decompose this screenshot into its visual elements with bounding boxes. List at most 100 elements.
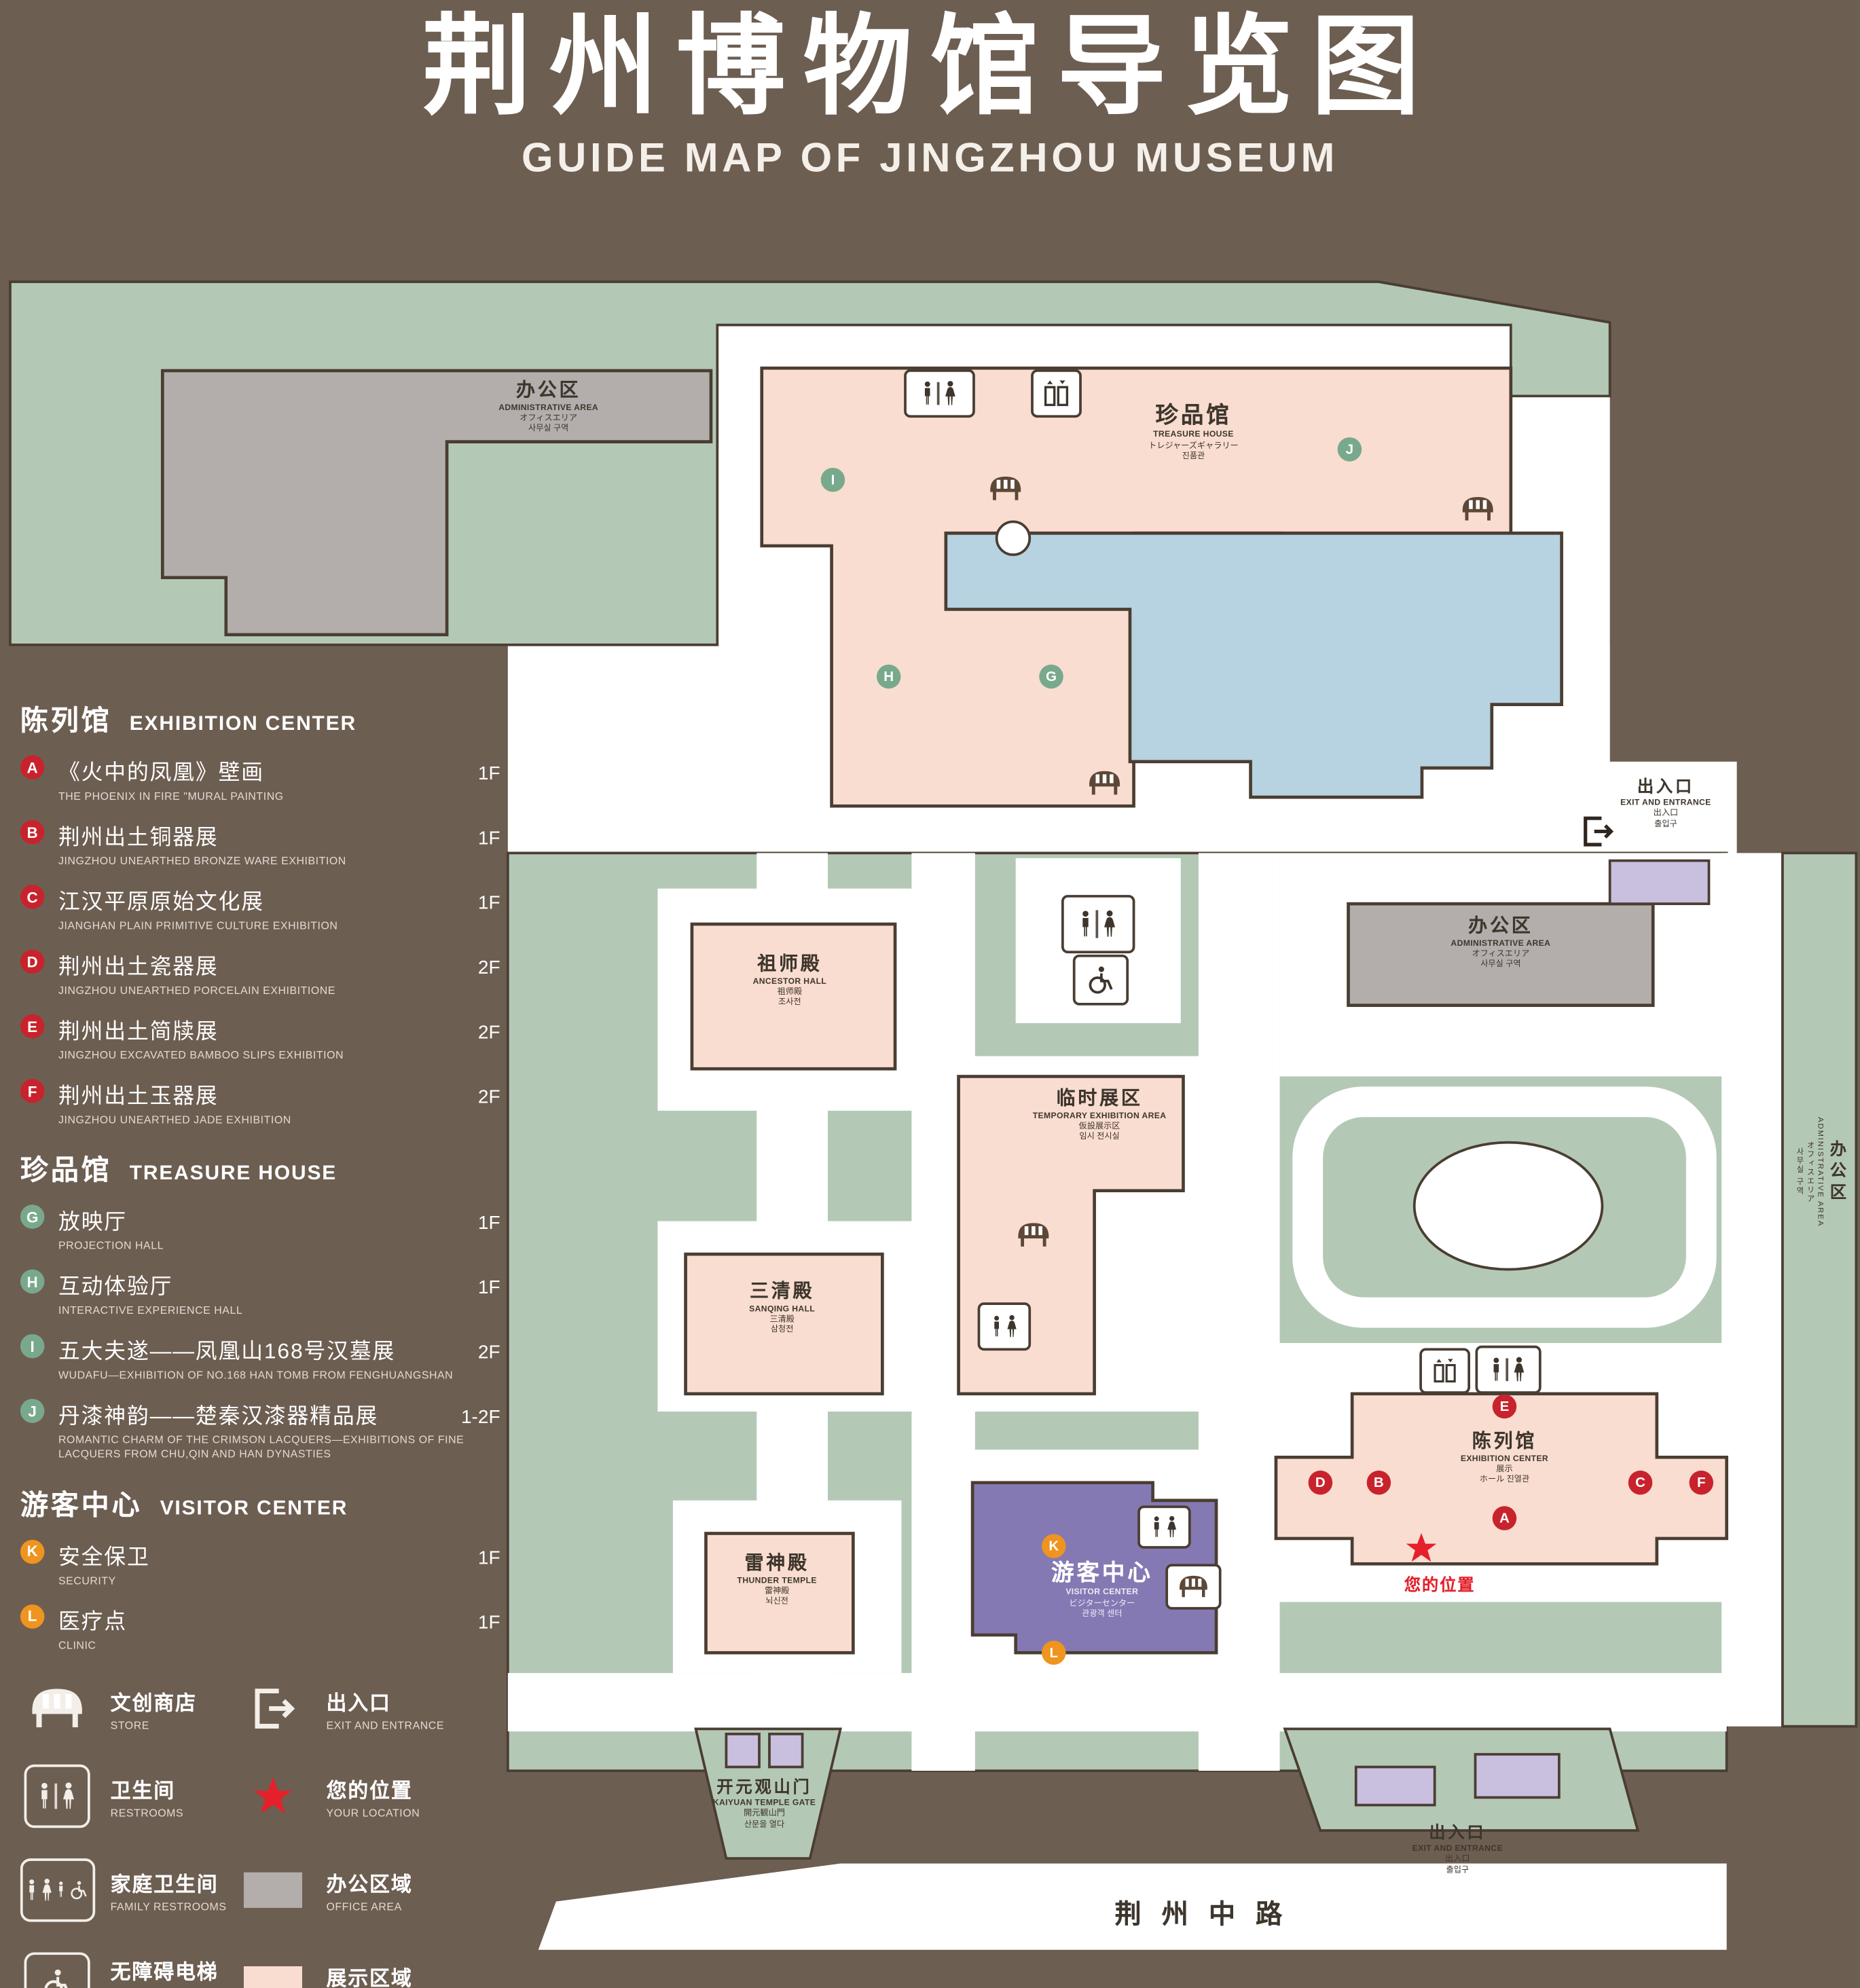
legend-item-title: 江汉平原原始文化展 <box>58 889 264 915</box>
legend-item-floor: 2F <box>477 957 500 979</box>
map-label: 三清殿 SANQING HALL 三清殿 삼청전 <box>749 1281 816 1335</box>
legend-item-floor: 1F <box>477 762 500 785</box>
store-icon <box>1165 1564 1222 1610</box>
legend-item-subtitle: PROJECTION HALL <box>58 1239 164 1252</box>
your-location-star-icon <box>1404 1531 1438 1572</box>
legend-panel: 陈列馆 EXHIBITION CENTER A 《火中的凤凰》壁画 1F THE… <box>19 678 500 1988</box>
section-title-zh: 陈列馆 <box>20 704 112 737</box>
legend-item-title: 荆州出土铜器展 <box>58 825 219 849</box>
legend-accessible-elevator: 无障碍电梯ACCESSIBLE ELEVATOR <box>20 1951 236 1988</box>
legend-item-title: 放映厅 <box>58 1210 127 1234</box>
section-title-zh: 珍品馆 <box>20 1154 112 1186</box>
legend-item-floor: 2F <box>477 1086 500 1109</box>
legend-item-subtitle: JINGZHOU EXCAVATED BAMBOO SLIPS EXHIBITI… <box>58 1048 344 1062</box>
visitor-item-list: K 安全保卫 1F SECURITY L 医疗点 1F CLINIC <box>20 1538 500 1652</box>
map-marker: A <box>1492 1506 1517 1530</box>
legend-item-badge: A <box>20 755 45 779</box>
legend-item-badge: J <box>20 1399 45 1424</box>
legend-item-badge: D <box>20 949 45 974</box>
map-marker: C <box>1628 1470 1653 1495</box>
exhibition-center-building <box>1274 1392 1728 1566</box>
garden-pond <box>1412 1141 1604 1271</box>
legend-item: J 丹漆神韵——楚秦汉漆器精品展 1-2F ROMANTIC CHARM OF … <box>20 1398 500 1462</box>
kaiyuan-gate-pillar-right <box>768 1733 804 1769</box>
pond-circle-plaza <box>995 520 1032 556</box>
legend-item: D 荆州出土瓷器展 2F JINGZHOU UNEARTHED PORCELAI… <box>20 949 500 998</box>
legend-item: G 放映厅 1F PROJECTION HALL <box>20 1204 500 1253</box>
garden-loop-path <box>1292 1086 1717 1328</box>
store-icon <box>1087 769 1122 803</box>
display-area-swatch <box>236 1966 310 1988</box>
office-area-swatch <box>236 1871 310 1908</box>
map-marker: D <box>1308 1470 1333 1495</box>
legend-item: I 五大夫遂——凤凰山168号汉墓展 2F WUDAFU—EXHIBITION … <box>20 1333 500 1383</box>
map-marker: H <box>876 664 901 689</box>
exhibition-item-list: A 《火中的凤凰》壁画 1F THE PHOENIX IN FIRE "MURA… <box>20 754 500 1128</box>
store-icon <box>20 1685 94 1731</box>
restroom-icon <box>20 1764 94 1828</box>
legend-item-subtitle: WUDAFU—EXHIBITION OF NO.168 HAN TOMB FRO… <box>58 1369 454 1382</box>
accessible-elevator-icon <box>20 1951 94 1988</box>
legend-item: B 荆州出土铜器展 1F JINGZHOU UNEARTHED BRONZE W… <box>20 819 500 868</box>
legend-item-title: 安全保卫 <box>58 1544 150 1568</box>
legend-item: H 互动体验厅 1F INTERACTIVE EXPERIENCE HALL <box>20 1268 500 1318</box>
map-label: 出入口 EXIT AND ENTRANCE 出入口 출입구 <box>1412 1822 1503 1875</box>
location-star-icon <box>236 1774 310 1818</box>
legend-item-floor: 2F <box>477 1022 500 1044</box>
legend-item: F 荆州出土玉器展 2F JINGZHOU UNEARTHED JADE EXH… <box>20 1078 500 1128</box>
legend-item-floor: 1F <box>477 892 500 915</box>
legend-item-badge: L <box>20 1604 45 1628</box>
legend-item-badge: I <box>20 1334 45 1359</box>
east-admin-strip-label: 办公区 ADMINISTRATIVE AREA オフィスエリア 사무실 구역 <box>1794 1117 1847 1228</box>
road-label: 荆州中路 <box>1114 1900 1303 1930</box>
south-entrance-structure-left <box>1354 1765 1436 1807</box>
family-restroom-icon <box>19 1858 95 1921</box>
store-icon <box>988 475 1023 509</box>
map-marker: J <box>1337 437 1362 462</box>
map-label: 珍品馆 TREASURE HOUSE トレジャーズギャラリー 진품관 <box>1148 402 1239 462</box>
northeast-entrance-structure <box>1608 859 1711 906</box>
legend-item-subtitle: JINGZHOU UNEARTHED JADE EXHIBITION <box>58 1113 291 1126</box>
legend-item-floor: 1F <box>477 1547 500 1568</box>
treasure-item-list: G 放映厅 1F PROJECTION HALL H 互动体验厅 1F INTE… <box>20 1204 500 1462</box>
legend-item-subtitle: THE PHOENIX IN FIRE "MURAL PAINTING <box>58 789 284 803</box>
legend-display-area: 展示区域DISPLAY AREA <box>236 1952 500 1988</box>
thunder-temple-building <box>704 1532 855 1655</box>
map-label: 游客中心 VISITOR CENTER ビジターセンター 관광객 센터 <box>1051 1560 1153 1619</box>
legend-item-badge: G <box>20 1204 45 1230</box>
map-marker: F <box>1689 1470 1714 1495</box>
legend-item-badge: K <box>20 1539 45 1564</box>
admin-building-east <box>1347 902 1655 1008</box>
map-label: 开元观山门 KAIYUAN TEMPLE GATE 開元観山門 산문을 열다 <box>712 1777 816 1829</box>
legend-item-subtitle: ROMANTIC CHARM OF THE CRIMSON LACQUERS—E… <box>58 1433 464 1460</box>
jingzhou-middle-road <box>538 1863 1727 1950</box>
your-location-label: 您的位置 <box>1404 1575 1476 1595</box>
legend-item-title: 互动体验厅 <box>58 1274 173 1300</box>
legend-item-floor: 1F <box>477 828 500 849</box>
legend-item-badge: E <box>20 1014 45 1039</box>
legend-section-visitor-center: 游客中心 VISITOR CENTER <box>20 1482 500 1523</box>
section-title-zh: 游客中心 <box>20 1488 143 1520</box>
legend-item: E 荆州出土简牍展 2F JINGZHOU EXCAVATED BAMBOO S… <box>20 1013 500 1063</box>
restroom-icon <box>1137 1505 1191 1549</box>
legend-item-subtitle: JINGZHOU UNEARTHED BRONZE WARE EXHIBITIO… <box>58 854 346 868</box>
legend-item-subtitle: JINGZHOU UNEARTHED PORCELAIN EXHIBITIONE <box>58 984 336 997</box>
accessible-restroom-icon <box>1072 954 1129 1006</box>
legend-item: A 《火中的凤凰》壁画 1F THE PHOENIX IN FIRE "MURA… <box>20 754 500 804</box>
legend-item-floor: 1-2F <box>460 1407 500 1429</box>
map-label: 祖师殿 ANCESTOR HALL 祖师殿 조사전 <box>752 953 827 1008</box>
map-label: 办公区 ADMINISTRATIVE AREA オフィスエリア 사무실 구역 <box>498 380 599 434</box>
kaiyuan-gate-pillar-left <box>725 1733 761 1769</box>
legend-item-title: 荆州出土玉器展 <box>58 1084 219 1109</box>
legend-item-title: 五大夫遂——凤凰山168号汉墓展 <box>58 1340 396 1364</box>
store-icon <box>1016 1221 1051 1255</box>
legend-item-subtitle: JIANGHAN PLAIN PRIMITIVE CULTURE EXHIBIT… <box>58 919 338 932</box>
legend-item: L 医疗点 1F CLINIC <box>20 1602 500 1652</box>
restroom-icon <box>977 1302 1032 1351</box>
map-label: 陈列馆 EXHIBITION CENTER 展示 ホール 진열관 <box>1460 1431 1549 1485</box>
legend-item-floor: 1F <box>477 1212 500 1234</box>
map-marker: B <box>1366 1470 1391 1495</box>
